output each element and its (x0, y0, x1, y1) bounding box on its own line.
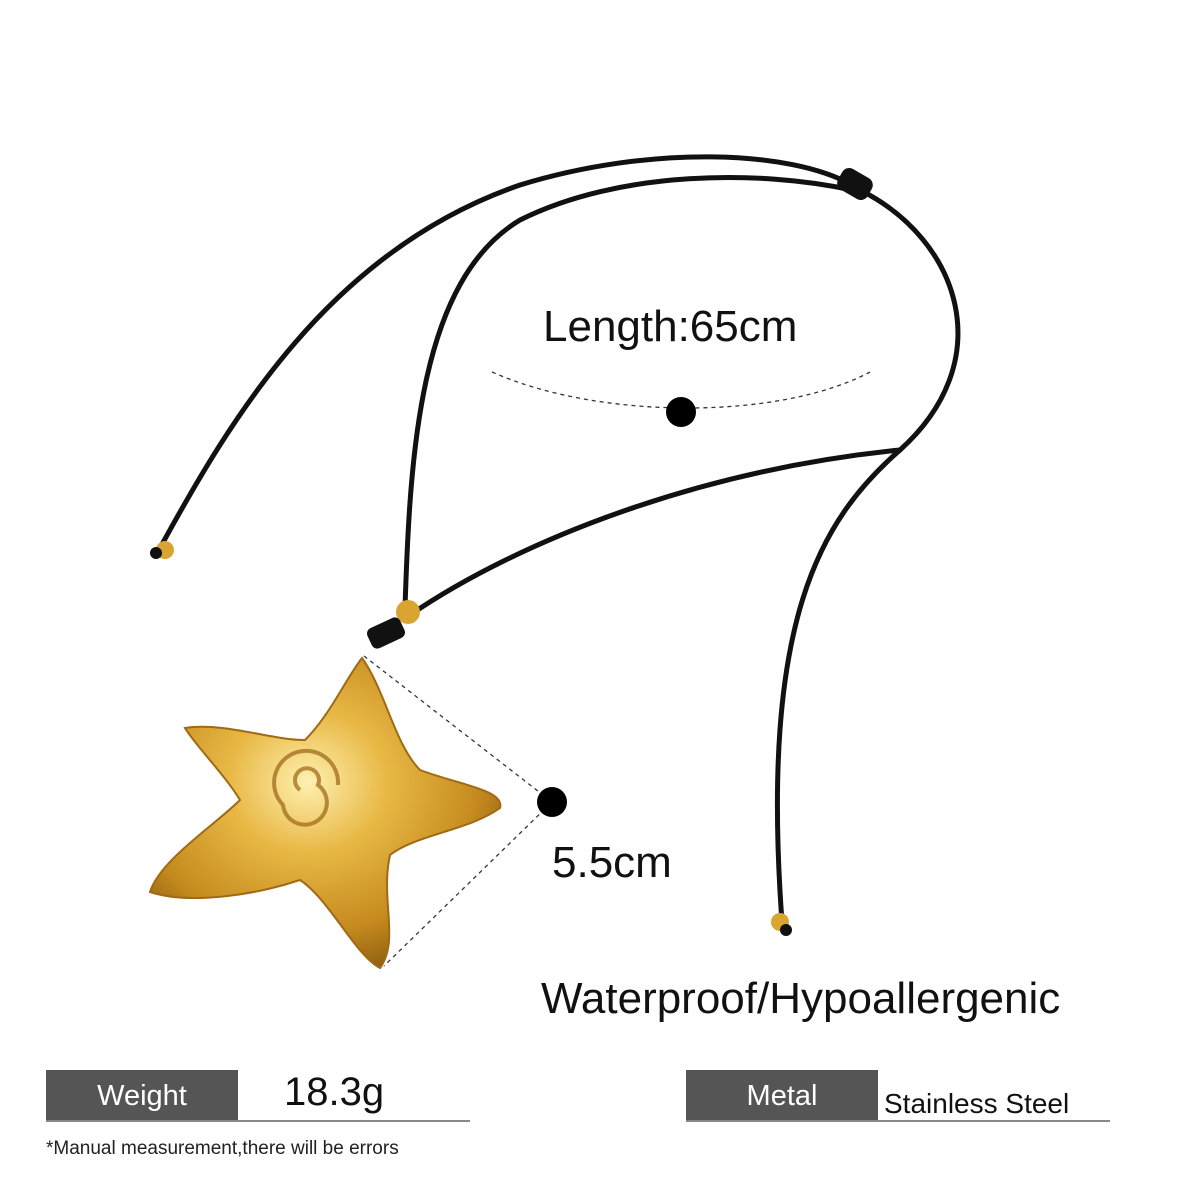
pendant-marker-dot (537, 787, 567, 817)
length-annotation: Length:65cm (543, 302, 798, 351)
features-text: Waterproof/Hypoallergenic (541, 974, 1061, 1023)
weight-label: Weight (46, 1070, 238, 1122)
metal-underline (686, 1120, 1110, 1122)
pendant-size-annotation: 5.5cm (552, 838, 672, 887)
weight-underline (46, 1120, 470, 1122)
length-marker-dot (666, 397, 696, 427)
cord (157, 154, 961, 925)
measurement-note: *Manual measurement,there will be errors (46, 1138, 399, 1159)
pendant-bead (396, 600, 420, 624)
weight-value: 18.3g (284, 1070, 385, 1114)
metal-value: Stainless Steel (884, 1088, 1070, 1119)
slide-knot (837, 168, 873, 200)
metal-label: Metal (686, 1070, 878, 1122)
